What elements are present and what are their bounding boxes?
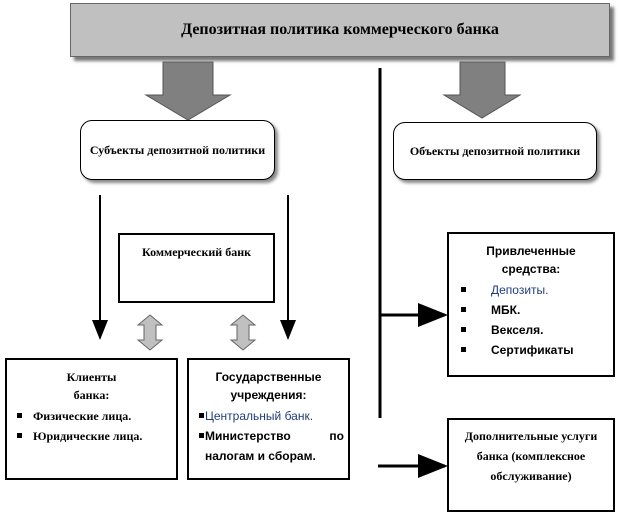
gov-title: Государственные учреждения: (215, 370, 322, 402)
list-item: Векселя. (455, 320, 607, 340)
attracted-box: Привлеченные средства: Депозиты. МБК. Ве… (447, 232, 615, 377)
clients-box: Клиенты банка: Физические лица.Юридическ… (5, 358, 178, 480)
attracted-title: Привлеченные средства: (486, 244, 576, 276)
subjects-box: Субъекты депозитной политики (80, 120, 275, 180)
gov-box: Государственные учреждения: Центральный … (187, 358, 350, 480)
services-box: Дополнительные услуги банка (комплексное… (447, 418, 615, 512)
list-item: Сертификаты (455, 340, 607, 360)
list-item: Юридические лица. (11, 426, 172, 446)
list-item: Физические лица. (11, 406, 172, 426)
big-arrow-left (144, 61, 232, 121)
double-arrow-left (136, 314, 164, 351)
main-title: Депозитная политика коммерческого банка (70, 3, 610, 57)
list-item: Депозиты. (455, 280, 607, 300)
double-arrow-right (229, 314, 257, 351)
list-item: Центральный банк. (193, 406, 344, 426)
objects-box: Объекты депозитной политики (393, 122, 597, 180)
list-item: МБК. (455, 300, 607, 320)
big-arrow-right (442, 61, 522, 119)
list-item: Министерство по налогам и сборам. (193, 426, 344, 466)
bank-box: Коммерческий банк (118, 233, 275, 303)
clients-title: Клиенты банка: (66, 370, 117, 402)
